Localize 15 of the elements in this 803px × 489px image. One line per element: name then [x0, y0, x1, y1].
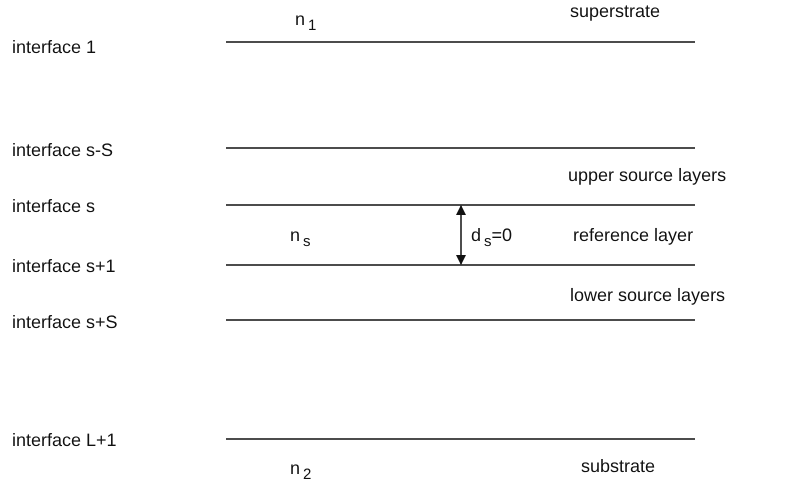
interface-name: interface s+S — [12, 313, 118, 333]
refractive-index: n$_{2}$ — [290, 458, 312, 484]
thickness-label: d$_{s}$=0 — [471, 226, 512, 250]
interface-name: interface s-S — [12, 141, 114, 161]
layer-name: substrate — [581, 457, 656, 477]
interface-name: interface 1 — [12, 38, 96, 58]
layer-name: superstrate — [570, 2, 660, 22]
refractive-index: n$_{1}$ — [295, 10, 316, 34]
refractive-index: n$_{s}$ — [290, 226, 311, 250]
interface-name: interface s — [12, 197, 96, 217]
layer-name: lower source layers — [570, 286, 726, 306]
layer-name: reference layer — [573, 226, 694, 246]
interface-name: interface L+1 — [12, 431, 117, 451]
interface-name: interface s+1 — [12, 257, 116, 277]
layer-name: upper source layers — [568, 166, 726, 186]
